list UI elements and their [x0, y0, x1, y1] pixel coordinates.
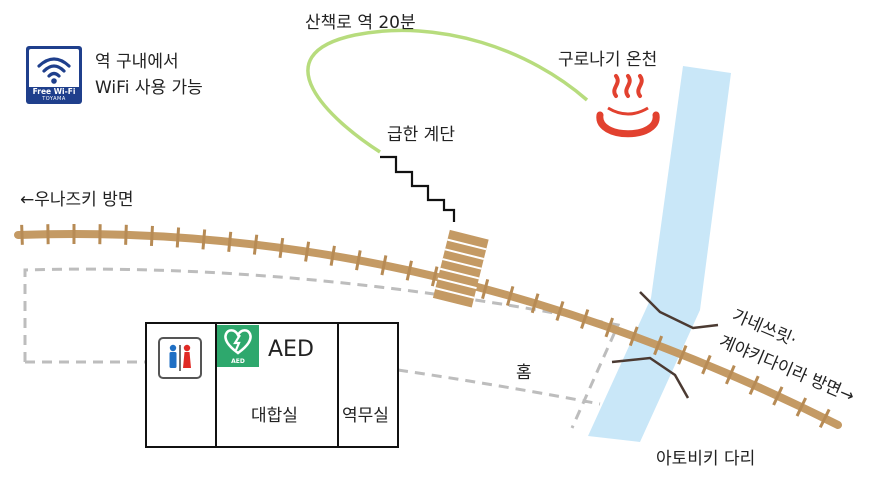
track-sleeper — [653, 335, 664, 356]
bridge-label: 아토비키 다리 — [656, 449, 756, 469]
stairs-icon — [380, 155, 456, 222]
aed-badge-text: AED — [231, 358, 245, 365]
unazuki-direction-label: ←우나즈키 방면 — [20, 190, 134, 210]
platform-outline — [23, 267, 621, 429]
track-sleeper — [580, 309, 590, 330]
track-sleeper — [149, 225, 154, 247]
track-sleeper — [304, 241, 311, 262]
wifi-badge-city: TOYAMA — [29, 96, 79, 102]
track-sleeper — [20, 224, 24, 245]
free-wifi-badge: Free Wi-Fi TOYAMA — [26, 46, 82, 104]
platform-label: 홈 — [516, 363, 532, 383]
wifi-info-line1: 역 구내에서 — [95, 52, 179, 72]
track-sleeper — [555, 301, 565, 321]
track-sleeper — [481, 278, 490, 300]
walk-path — [306, 28, 589, 154]
hot-spring-label: 구로나기 온천 — [558, 50, 658, 70]
station-office — [337, 322, 399, 448]
wifi-icon — [37, 57, 71, 84]
track-sleeper — [405, 260, 413, 281]
track-sleeper — [604, 317, 614, 338]
railway-track — [14, 223, 842, 429]
track-sleeper — [772, 386, 784, 406]
track-sleeper — [329, 245, 336, 266]
wifi-badge-text: Free Wi-Fi — [29, 87, 79, 96]
track-sleeper — [201, 229, 207, 250]
walk-path-label: 산책로 역 20분 — [305, 13, 416, 33]
track-sleeper — [355, 250, 362, 271]
station-office-label: 역무실 — [342, 406, 389, 426]
track-sleeper — [628, 326, 639, 347]
track-sleeper — [278, 237, 285, 259]
level-crossing — [432, 229, 489, 308]
aed-icon: AED — [217, 325, 259, 367]
track-sleeper — [227, 231, 233, 252]
steep-stairs-label: 급한 계단 — [387, 125, 455, 145]
hot-spring-icon — [596, 74, 660, 138]
track-sleeper — [505, 285, 515, 307]
track-sleeper — [380, 255, 388, 276]
track-sleeper — [677, 344, 688, 365]
toilet-room — [145, 322, 217, 448]
track-sleeper — [724, 364, 736, 385]
wifi-info-line2: WiFi 사용 가능 — [95, 78, 203, 98]
track-sleeper — [748, 375, 760, 395]
track-sleeper — [124, 224, 128, 245]
track-sleeper — [252, 234, 259, 255]
track-sleeper — [175, 227, 181, 248]
track-sleeper — [795, 397, 808, 417]
track-sleeper — [430, 266, 439, 287]
waiting-room-label: 대합실 — [251, 406, 298, 426]
track-sleeper — [818, 408, 831, 429]
track-sleeper — [530, 293, 540, 314]
aed-label: AED — [268, 337, 314, 362]
bridge-rail-lower — [611, 356, 690, 399]
river — [588, 66, 731, 442]
bridge-rail-upper — [639, 291, 719, 330]
track-sleeper — [701, 354, 712, 375]
toilet-icon — [158, 337, 202, 379]
